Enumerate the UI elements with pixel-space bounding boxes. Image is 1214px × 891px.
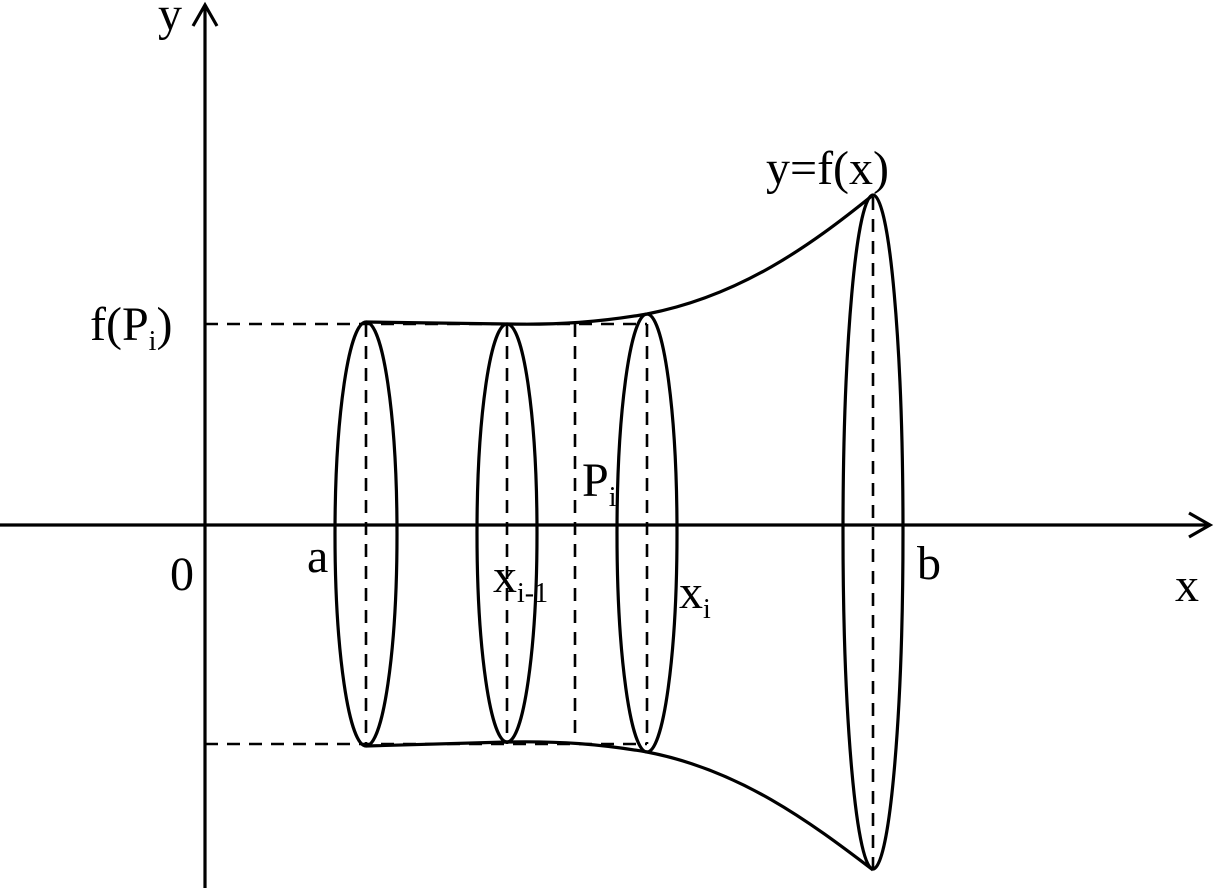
p-i-label: Pi [582, 454, 617, 513]
f-p-i-label: f(Pi) [90, 298, 172, 357]
x-axis-arrowhead [1188, 511, 1214, 539]
y-axis-label: y [158, 0, 182, 41]
disc-at-x-i [615, 312, 679, 754]
y-axis-arrowhead [191, 1, 219, 27]
x-axis-label: x [1175, 559, 1199, 612]
a-label: a [307, 530, 328, 583]
upper-curve [365, 193, 875, 326]
disc-at-b [841, 193, 905, 871]
x-i-1-label: xi-1 [493, 550, 548, 609]
b-label: b [917, 537, 941, 590]
lower-curve [365, 740, 874, 872]
x-i-label: xi [679, 566, 711, 625]
curve-label: y=f(x) [766, 142, 889, 195]
disc-at-a [333, 320, 399, 748]
origin-label: 0 [170, 548, 194, 601]
